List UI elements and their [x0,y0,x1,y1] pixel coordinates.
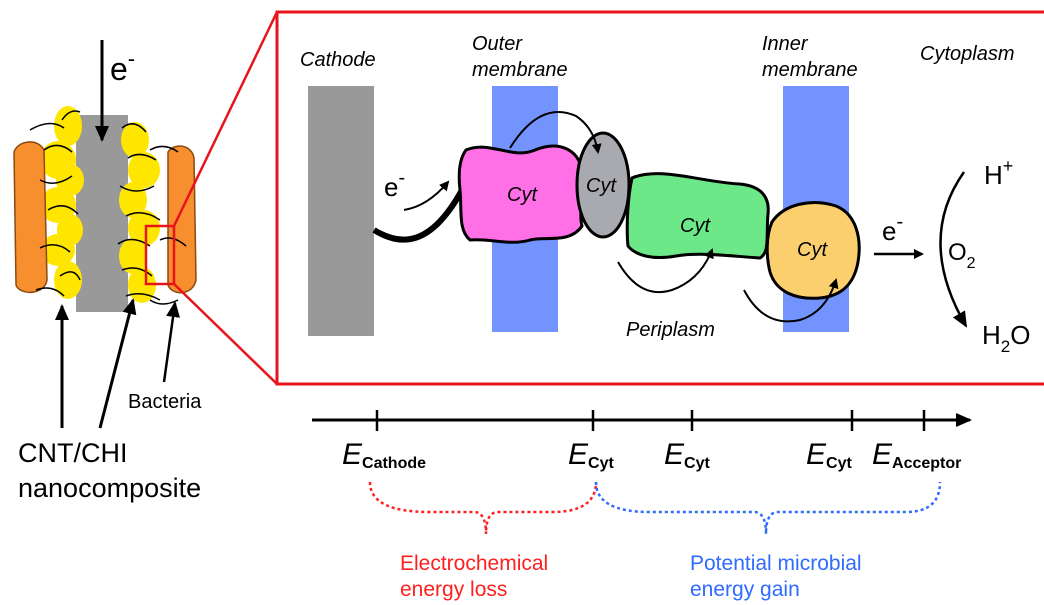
outer-membrane-label-2: membrane [472,59,568,81]
pointer-arrow-composite-right [98,298,137,429]
cyt-outer-gray [575,131,631,239]
h2o-label: H2O [982,320,1030,356]
composite-label-line2: nanocomposite [18,473,201,503]
energy-gain-label-line2: energy gain [690,578,800,601]
cyt-periplasm-green-label: Cyt [680,215,711,237]
inner-membrane-label-1: Inner [762,33,809,55]
potential-axis: ECathode ECyt ECyt ECyt EAcceptor [312,410,972,472]
transfer-arrow-inner [743,278,839,323]
energy-loss-label-line2: energy loss [400,578,507,601]
zoom-connector-top [172,11,279,227]
o2-label: O2 [948,239,976,272]
bacterium-left [13,141,48,293]
cathode-electron-flow [372,188,465,243]
axis-label-cathode: ECathode [342,438,426,472]
cathode-electron-label: e- [384,167,405,202]
energy-gain-brace [594,481,942,535]
cnt-fibers [29,110,187,305]
cathode-electron-arrow [403,180,450,211]
pointer-arrow-bacteria [162,301,181,383]
acceptor-electron-label: e- [882,211,903,246]
transfer-arrow-periplasm [617,248,714,294]
gray-electrode [76,115,128,312]
transfer-arrow-outer [509,111,602,154]
energy-loss-brace [368,481,598,535]
cyt-outer-magenta-label: Cyt [507,184,538,206]
cyt-inner-orange-label: Cyt [797,239,828,261]
cathode-bar [308,86,374,336]
energy-gain-label-line1: Potential microbial [690,552,862,575]
composite-label-line1: CNT/CHI [18,438,128,468]
zoom-panel: Cathode Outer membrane Inner membrane Cy… [275,10,1044,386]
h-plus-label: H+ [984,156,1013,190]
cnt-chi-right-blobs [119,122,160,303]
bacterium-right [167,145,197,294]
cyt-outer-magenta [457,144,585,244]
cytoplasm-label: Cytoplasm [920,43,1014,65]
cyt-outer-gray-label: Cyt [586,175,617,197]
zoom-region-box [144,224,176,286]
zoom-connector-bottom [173,283,278,385]
cyt-inner-orange [765,201,861,300]
outer-membrane-label-1: Outer [472,33,523,55]
axis-label-acceptor: EAcceptor [872,438,961,472]
cathode-label: Cathode [300,49,376,71]
reduction-arc-arrow [939,171,968,328]
axis-label-cyt-1: ECyt [568,438,614,472]
inner-membrane-label-2: membrane [762,59,858,81]
electron-input-label: e- [110,46,135,87]
bacteria-label: Bacteria [128,391,202,413]
energy-loss-label-line1: Electrochemical [400,552,548,575]
axis-label-cyt-3: ECyt [806,438,852,472]
cyt-periplasm-green [625,172,770,260]
electrode-schematic: e- Bacteria CNT/CHI nanocomposite [13,40,202,503]
cnt-chi-left-blobs [40,106,84,299]
axis-label-cyt-2: ECyt [664,438,710,472]
periplasm-label: Periplasm [626,319,715,341]
